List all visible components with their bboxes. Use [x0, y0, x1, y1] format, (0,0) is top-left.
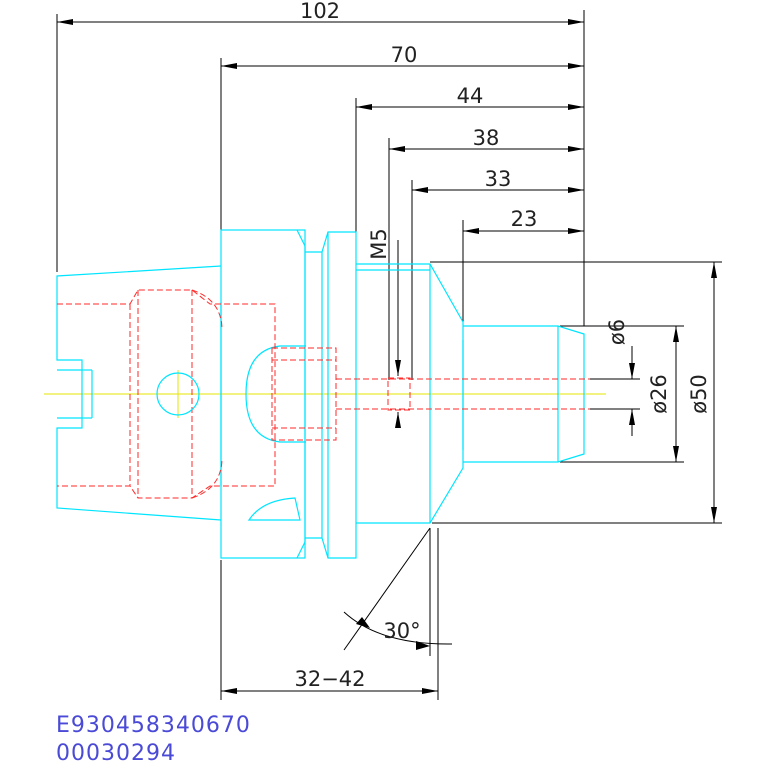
label-dia-50: ø50: [687, 374, 711, 414]
dimension-32-42: [221, 688, 438, 694]
label-m5: M5: [367, 228, 391, 259]
extension-lines: [56, 10, 722, 700]
hidden-lines: [57, 289, 590, 499]
label-44: 44: [457, 84, 484, 108]
label-dia-6: ø6: [605, 319, 629, 345]
label-70: 70: [391, 43, 418, 67]
serial-number: 00030294: [56, 741, 176, 766]
part-number: E930458340670: [56, 713, 251, 738]
label-dia-26: ø26: [647, 374, 671, 414]
dimension-33: [412, 187, 584, 193]
dimension-dia-6: [629, 346, 635, 436]
dimension-38: [389, 146, 584, 152]
dimension-dia-50: [711, 262, 717, 523]
label-angle-30: 30°: [383, 619, 420, 643]
dimension-23: [463, 228, 584, 234]
dimension-44: [356, 104, 584, 110]
dimension-dia-26: [673, 326, 679, 462]
dimension-102: [57, 19, 584, 25]
holder-outline: [56, 229, 585, 559]
label-32-42: 32−42: [294, 667, 365, 691]
label-23: 23: [511, 207, 538, 231]
label-102: 102: [300, 0, 340, 23]
dimension-angle-30: [343, 611, 453, 650]
label-38: 38: [473, 126, 500, 150]
dimension-70: [221, 63, 584, 69]
dimension-m5: [395, 360, 401, 428]
label-33: 33: [485, 167, 512, 191]
